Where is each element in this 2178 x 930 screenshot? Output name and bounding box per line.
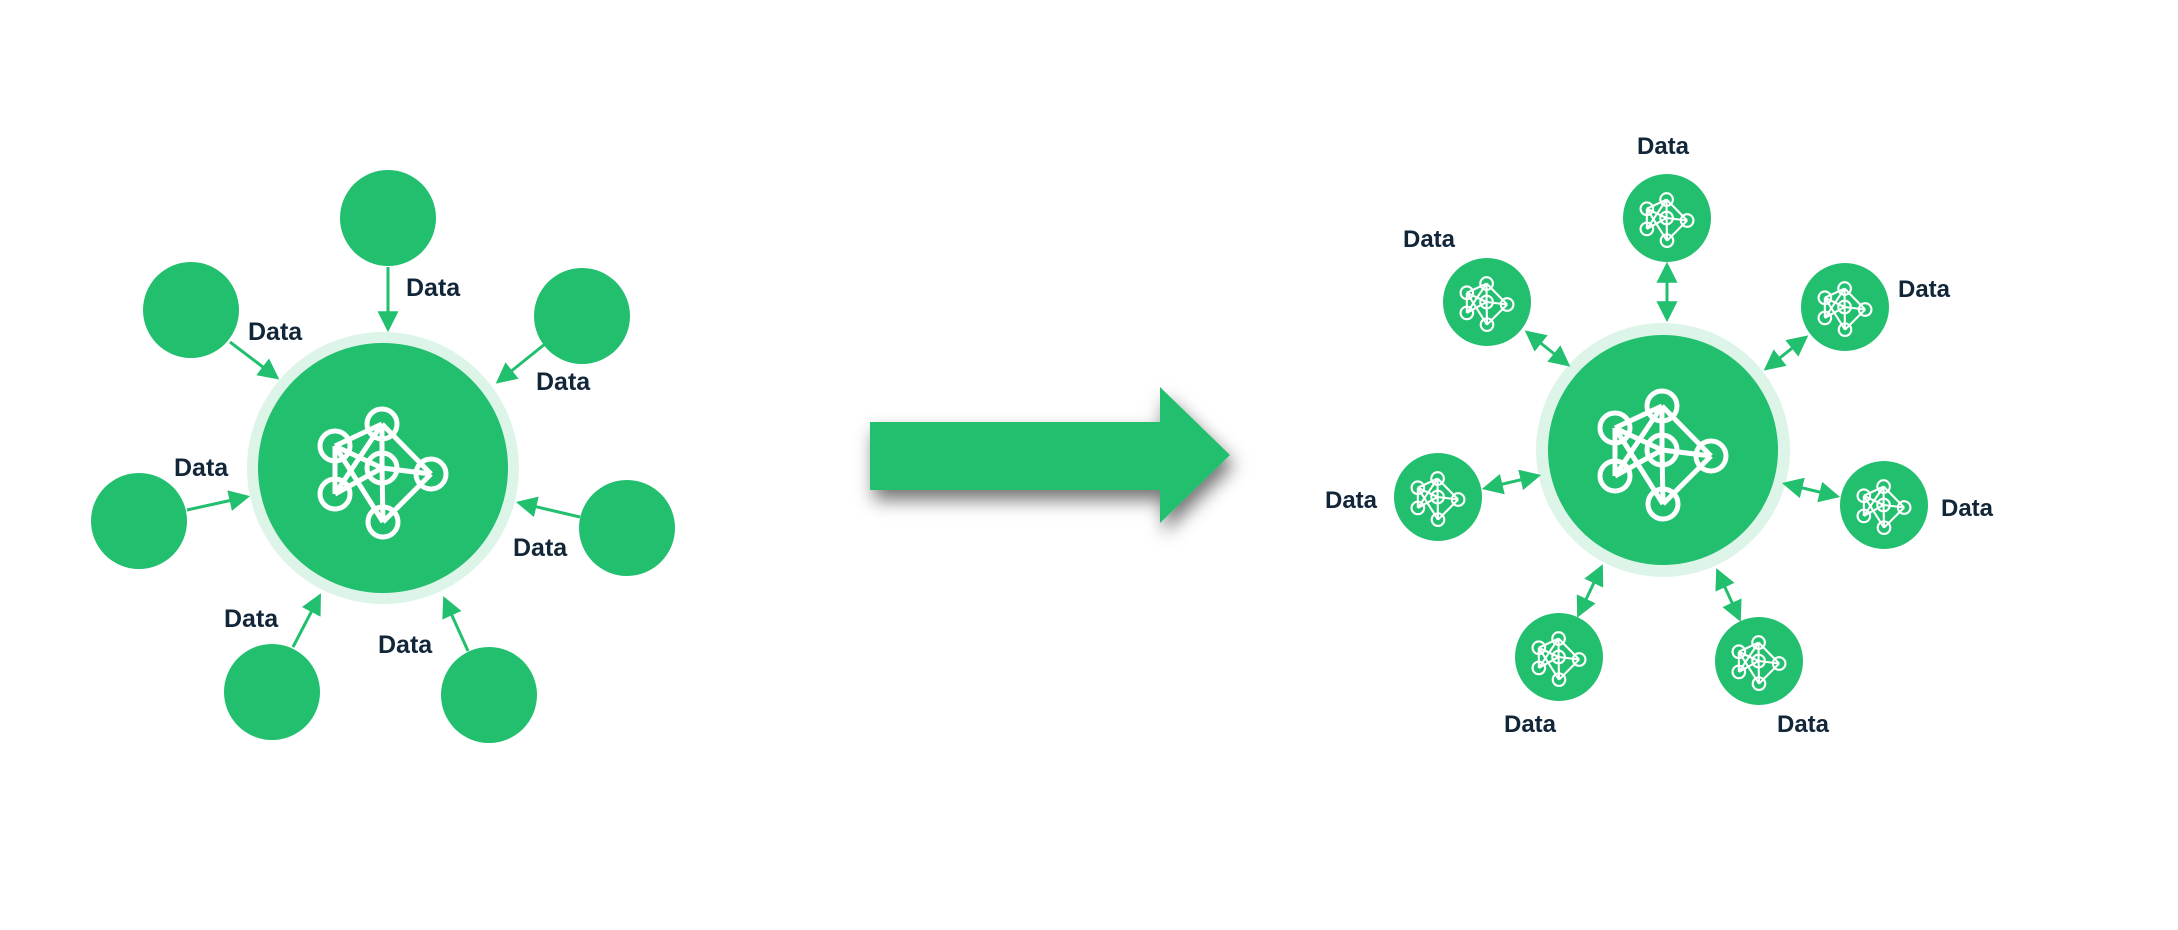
data-label: Data xyxy=(378,631,433,659)
data-label: Data xyxy=(513,534,568,562)
data-label: Data xyxy=(1898,276,1951,303)
data-label: Data xyxy=(1941,495,1994,522)
data-flow-arrow xyxy=(291,593,321,648)
data-label: Data xyxy=(536,368,591,396)
bidirectional-arrow xyxy=(1481,469,1542,495)
data-label: Data xyxy=(1777,711,1830,738)
data-source-node xyxy=(143,262,239,358)
data-flow-arrow xyxy=(229,340,280,380)
bidirectional-arrow xyxy=(1576,564,1604,618)
data-source-node xyxy=(91,473,187,569)
data-source-node xyxy=(441,647,537,743)
bidirectional-arrow xyxy=(1524,330,1571,367)
data-label: Data xyxy=(224,605,279,633)
data-label: Data xyxy=(248,318,303,346)
data-label: Data xyxy=(1403,226,1456,253)
data-label: Data xyxy=(1504,711,1557,738)
data-flow-arrow xyxy=(442,596,470,652)
left-diagram: Data Data Data Data Data Data Data xyxy=(91,170,675,743)
data-flow-arrow xyxy=(186,490,251,512)
bidirectional-arrow xyxy=(1715,568,1742,622)
data-source-node xyxy=(579,480,675,576)
bidirectional-arrow xyxy=(1781,477,1841,503)
bidirectional-arrow xyxy=(1763,335,1809,371)
data-label: Data xyxy=(406,274,461,302)
data-label: Data xyxy=(174,454,229,482)
right-arrow-icon xyxy=(870,387,1230,523)
data-flow-arrow xyxy=(515,496,581,519)
data-source-node xyxy=(340,170,436,266)
right-diagram: Data Data Data Data Data Data Data xyxy=(1325,133,1994,738)
data-flow-arrow xyxy=(495,342,546,384)
data-label: Data xyxy=(1325,487,1378,514)
data-label: Data xyxy=(1637,133,1690,160)
data-source-node xyxy=(534,268,630,364)
data-source-node xyxy=(224,644,320,740)
